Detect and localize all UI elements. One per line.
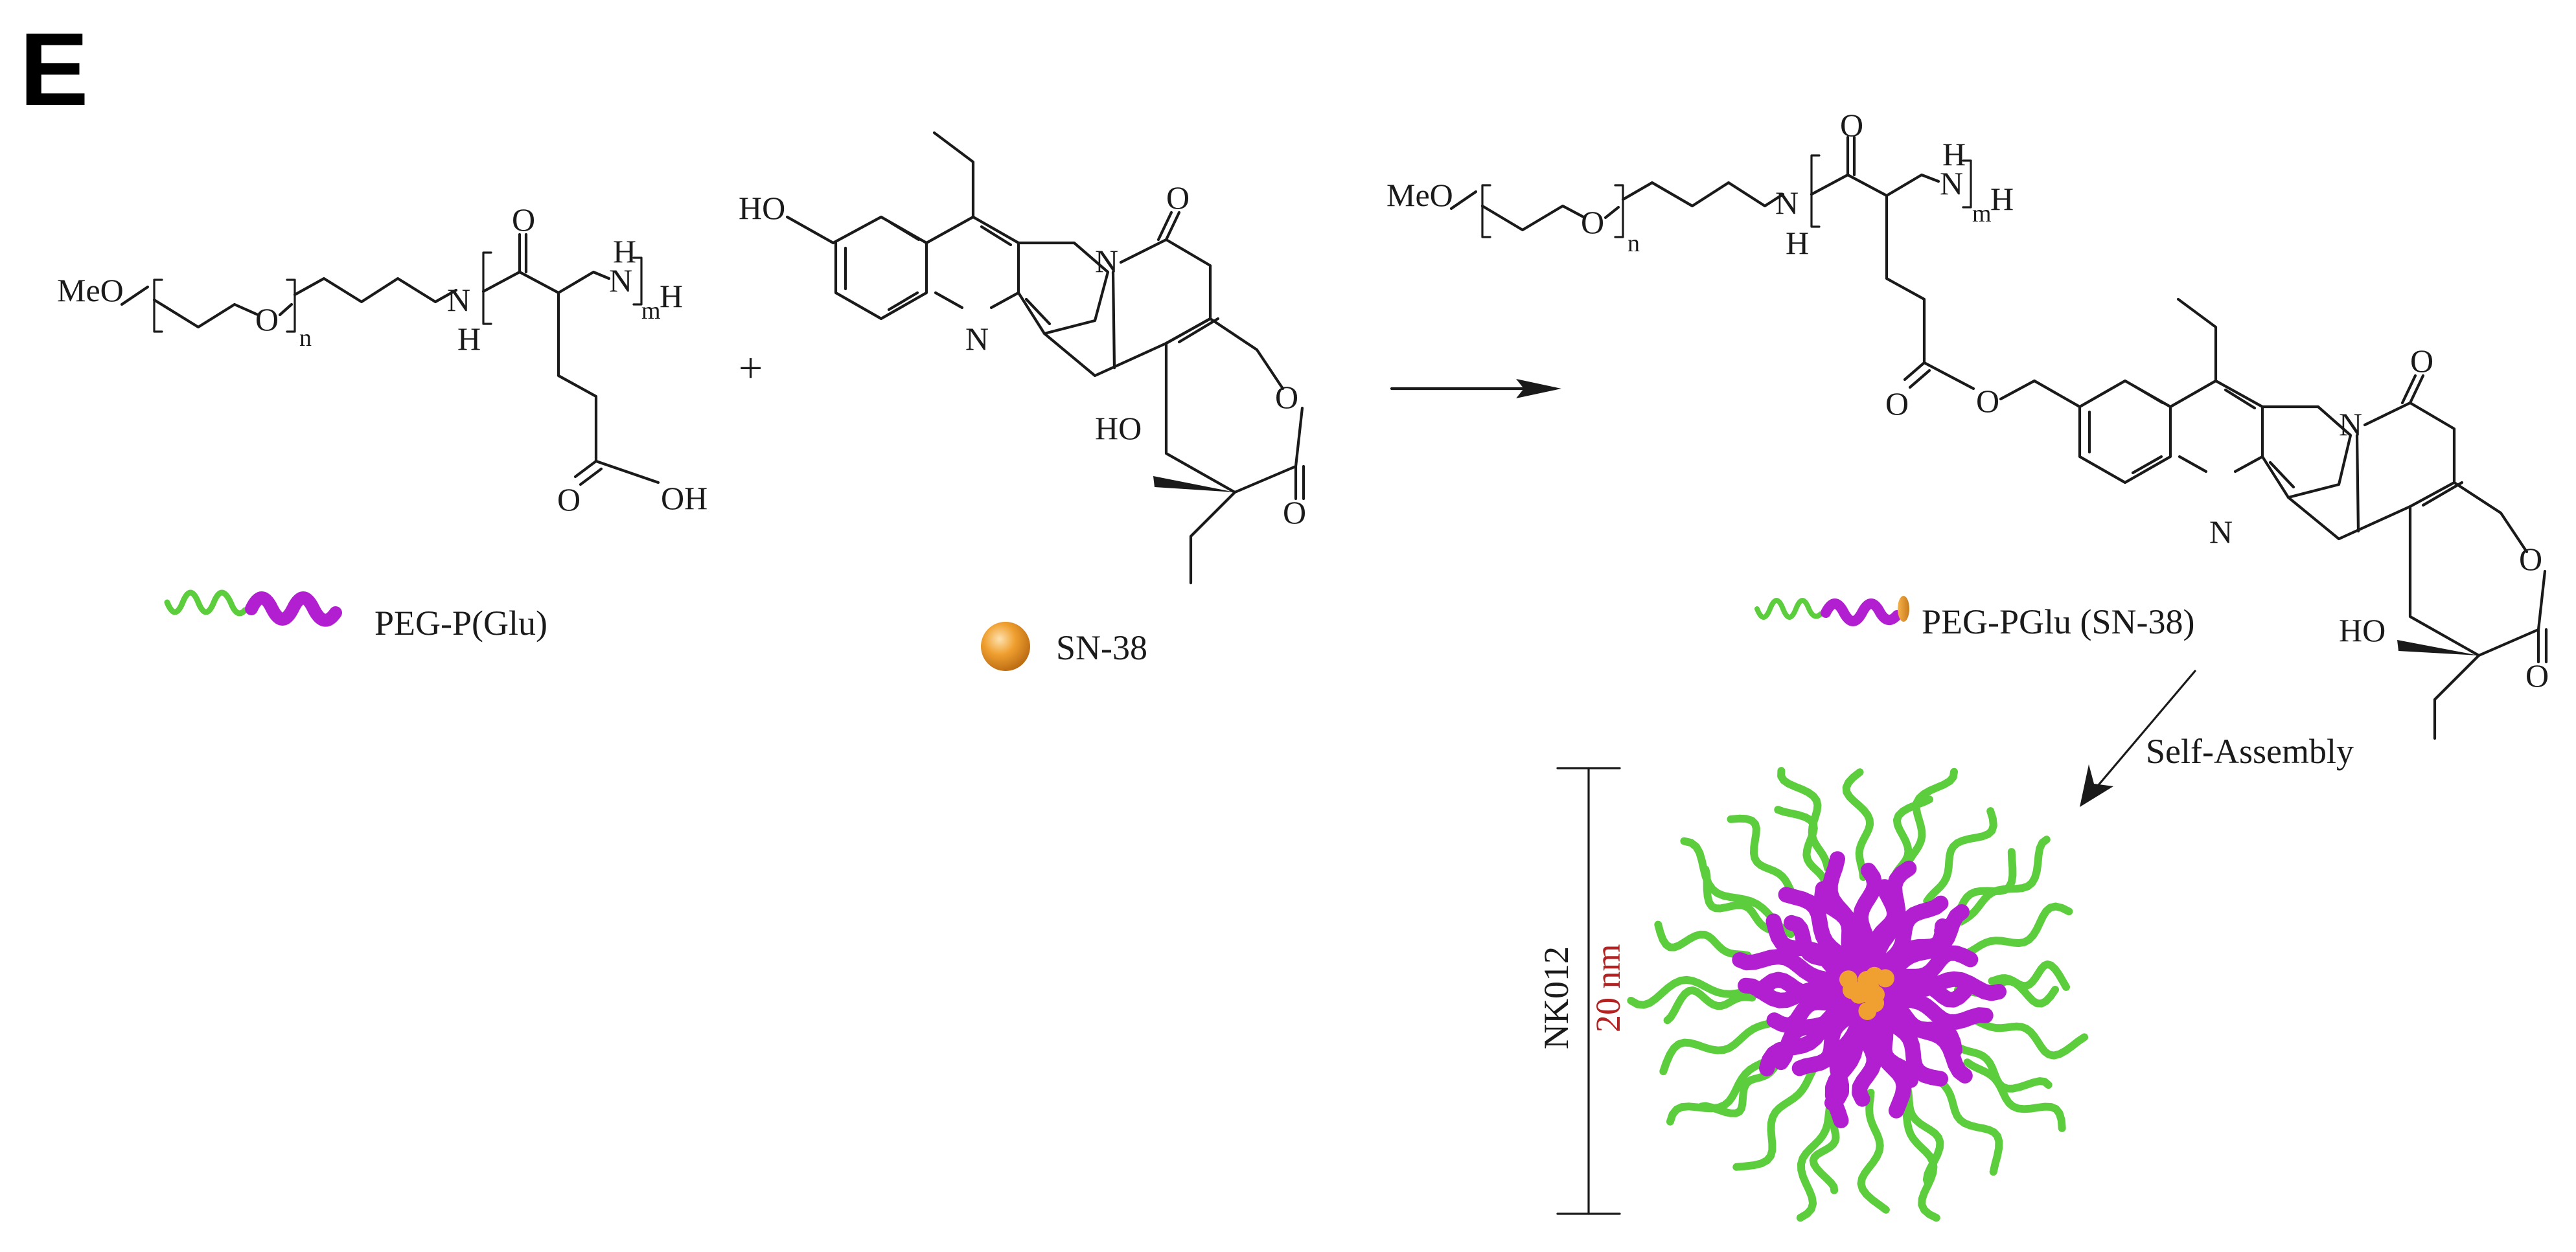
product-ketone-o-label: O <box>2410 343 2433 379</box>
amide-h-label: H <box>457 321 481 357</box>
product-amide-n-label: N <box>1775 185 1799 221</box>
reaction-arrow <box>1390 379 1561 398</box>
product-lactam-n-label: N <box>2339 406 2362 442</box>
product-ring-o-label: O <box>2519 541 2542 577</box>
product-legend-label: PEG-PGlu (SN-38) <box>1922 602 2195 641</box>
pglu-strand <box>1872 945 1979 993</box>
pglu-strand <box>1732 949 1861 994</box>
self-assembly-arrow <box>2080 670 2196 807</box>
peg-pglu-legend-icon <box>164 589 342 627</box>
phenol-label: HO <box>739 190 785 226</box>
lactone-o-label: O <box>1283 494 1306 530</box>
peg-strand <box>1701 865 1778 936</box>
nk012-micelle <box>1627 767 2089 1222</box>
pglu-strand <box>1766 986 1862 1033</box>
product-quinoline-n-label: N <box>2209 514 2233 550</box>
tertiary-oh-label: HO <box>1095 410 1142 446</box>
size-label: 20 nm <box>1589 944 1627 1032</box>
pglu-strand <box>1864 860 1917 985</box>
peg-strand <box>1654 920 1752 959</box>
product-meo-label: MeO <box>1386 177 1453 213</box>
peg-strand <box>1809 1109 1841 1194</box>
self-assembly-label: Self-Assembly <box>2146 732 2354 771</box>
pglu-strand <box>1822 851 1871 984</box>
peg-strand <box>1988 960 2070 991</box>
product-legend-icon <box>1754 596 1909 626</box>
meo-label: MeO <box>57 272 124 308</box>
product-lactone-o-label: O <box>2525 657 2549 694</box>
quinoline-n-label: N <box>965 321 989 357</box>
sn38-core-bead <box>1839 970 1857 989</box>
sn38-legend-label: SN-38 <box>1056 628 1147 667</box>
product-carbonyl-o-label: O <box>1840 107 1863 143</box>
peg-strand <box>1930 1071 2003 1176</box>
peg-strand <box>1774 806 1833 898</box>
product-m-subscript: m <box>1972 200 1992 227</box>
lactam-n-label: N <box>1095 243 1118 279</box>
peg-strand <box>1727 814 1799 900</box>
sn38-core-bead <box>1876 969 1894 988</box>
peg-strand <box>1900 1098 1940 1222</box>
peg-strand <box>1842 768 1874 882</box>
terminal-h-label: H <box>660 278 683 314</box>
peg-o-label: O <box>255 301 279 337</box>
product-amine-n-label: N <box>1940 165 1963 201</box>
pglu-strand <box>1791 994 1867 1076</box>
product-amide-h-label: H <box>1786 225 1809 261</box>
peg-strand <box>1923 807 1997 905</box>
peg-strand <box>1663 986 1756 1025</box>
size-scale-bar <box>1556 767 1621 1215</box>
peg-strand <box>1973 1017 2089 1060</box>
peg-strand <box>1901 768 1958 878</box>
sn38-structure: HO N N O O O HO <box>739 131 1306 585</box>
sn38-sphere-icon <box>981 622 1030 671</box>
sn38-core-bead <box>1858 1002 1877 1020</box>
pglu-strand <box>1863 996 1912 1119</box>
peg-pglu-legend-label: PEG-P(Glu) <box>374 604 547 643</box>
plus-sign: + <box>739 345 763 392</box>
peg-strand <box>1659 1017 1786 1076</box>
ester-carbonyl-o-label: O <box>1885 385 1909 422</box>
pglu-strand <box>1867 895 1949 986</box>
peg-strand <box>1796 1092 1837 1222</box>
pglu-strand <box>1824 995 1870 1111</box>
acid-oh-label: OH <box>661 480 707 516</box>
product-structure: MeO O n N H O N H m H O O N N <box>1386 107 2549 740</box>
peg-pglu-structure: MeO O n N H O N H m H O OH <box>57 201 707 518</box>
peg-strand <box>1857 1088 1890 1214</box>
product-peg-o-label: O <box>1581 204 1604 240</box>
pglu-strand <box>1874 971 2007 1001</box>
pglu-strand <box>1871 904 1970 990</box>
ring-o-label: O <box>1275 379 1298 415</box>
ester-o-label: O <box>1976 383 1999 419</box>
panel-label: E <box>19 11 89 127</box>
peg-n-subscript: n <box>299 324 312 352</box>
ketone-o-label: O <box>1166 179 1190 216</box>
product-peg-n-subscript: n <box>1627 230 1640 257</box>
micelle-name-label: NK012 <box>1537 946 1576 1049</box>
product-terminal-h-label: H <box>1990 181 2014 217</box>
peg-strand <box>1732 1066 1817 1171</box>
pglu-m-subscript: m <box>641 297 661 324</box>
carbonyl-o-label: O <box>512 201 535 238</box>
peg-strand <box>1957 836 2051 926</box>
amine-h-label: H <box>613 233 636 269</box>
amine-n-label: N <box>609 262 632 299</box>
peg-strand <box>1777 767 1832 872</box>
pglu-strand <box>1870 990 1973 1084</box>
peg-strand <box>1958 902 2073 959</box>
peg-strand <box>1697 1064 1778 1117</box>
product-amine-h-label: H <box>1942 136 1966 172</box>
amide-n-label: N <box>447 282 470 318</box>
product-tertiary-oh-label: HO <box>2339 612 2386 648</box>
acid-o-label: O <box>557 481 581 518</box>
peg-strand <box>1963 1058 2066 1132</box>
